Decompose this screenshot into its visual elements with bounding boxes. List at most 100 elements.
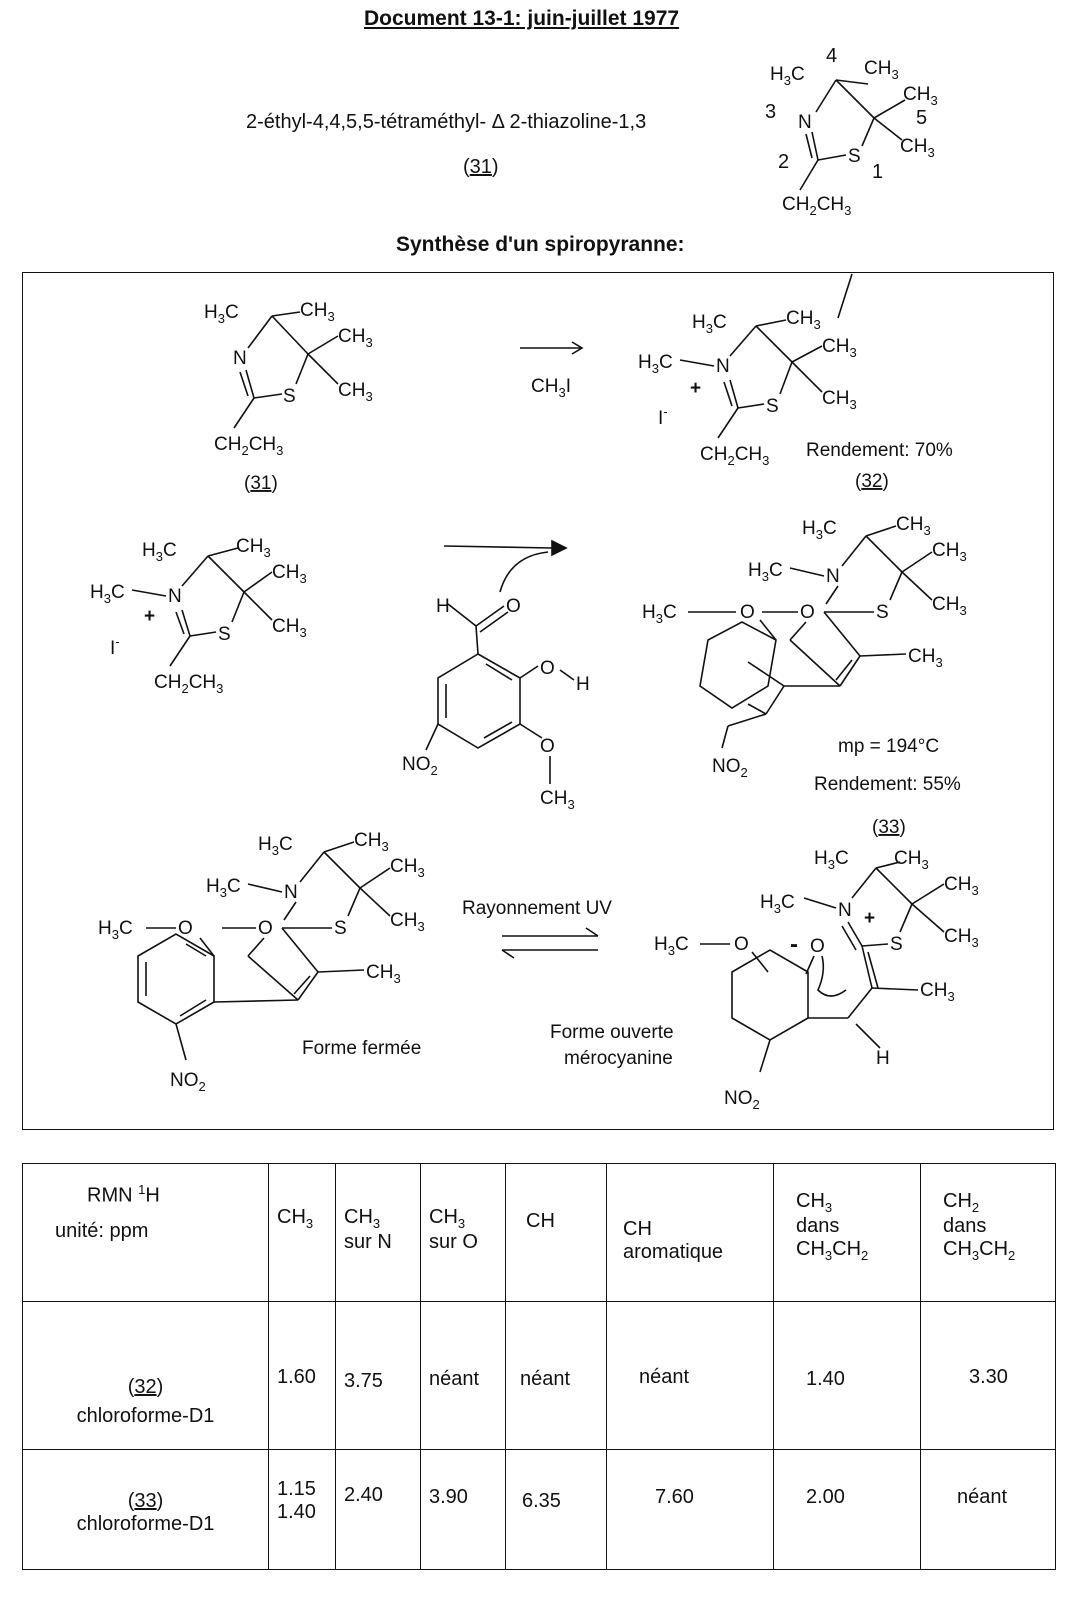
structure-31: H3C CH3 CH3 CH3 N S CH2CH3 xyxy=(204,300,373,458)
col-ch3-ethyl-text: CH xyxy=(796,1190,825,1212)
methyl-label: CH3 xyxy=(390,910,425,934)
cell-ch2-ethyl: 3.30 xyxy=(920,1301,1056,1450)
synthesis-box xyxy=(22,272,1054,1130)
col-ch3-ethyl-f1-sub: 3 xyxy=(824,1248,833,1263)
methyl-label: CH3 xyxy=(540,788,575,812)
oxygen-atom: O xyxy=(800,602,815,623)
col-charom-tail: aromatique xyxy=(623,1241,724,1263)
header-title: RMN 1H xyxy=(87,1182,260,1208)
open-form-label-1: Forme ouverte xyxy=(550,1022,674,1043)
compound-label-33: (33) xyxy=(872,817,906,838)
methyl-label: CH3 xyxy=(338,326,373,350)
header-title-cell: RMN 1H unité: ppm xyxy=(22,1163,269,1302)
methyl-label: CH3 xyxy=(786,308,821,332)
cell-ch3o: néant xyxy=(420,1301,506,1450)
nitrogen-atom: N xyxy=(716,356,730,377)
col-ch3-ethyl-sub: 3 xyxy=(824,1200,833,1215)
plus-sign: + xyxy=(144,606,155,627)
yield-32: Rendement: 70% xyxy=(806,440,953,461)
plus-sign: + xyxy=(864,908,875,929)
col-ch3o-sub: 3 xyxy=(457,1216,466,1231)
methyl-label: CH3 xyxy=(366,962,401,986)
col-ch-text: CH xyxy=(526,1210,555,1232)
header-title-tail: H xyxy=(145,1184,160,1207)
col-ch3o-text: CH xyxy=(429,1206,458,1228)
methyl-label: CH3 xyxy=(272,616,307,640)
nitrogen-atom: N xyxy=(798,112,812,133)
nitrogen-atom: N xyxy=(233,348,247,369)
compound-name: 2-éthyl-4,4,5,5-tétraméthyl- Δ 2-thiazol… xyxy=(246,111,647,133)
cell-value: 3.30 xyxy=(969,1366,1008,1388)
cell-ch3n: 2.40 xyxy=(335,1449,421,1570)
cell-ch3-ethyl: 1.40 xyxy=(773,1301,921,1450)
col-ch: CH xyxy=(505,1163,607,1302)
cell-value: 7.60 xyxy=(655,1486,694,1508)
ethyl-label: CH2CH3 xyxy=(700,444,769,468)
methyl-label: H3C xyxy=(206,876,241,900)
aldehyde-reactant: H O O H O NO2 CH3 xyxy=(402,596,590,812)
cell-value: 2.00 xyxy=(806,1486,845,1508)
compound-label-31-top: (31) xyxy=(463,156,499,178)
solvent: chloroforme-D1 xyxy=(76,1405,215,1427)
sulfur-atom: S xyxy=(283,386,296,407)
plus-sign: + xyxy=(690,378,701,399)
cell-value: 1.15 xyxy=(277,1478,316,1500)
cell-ch: 6.35 xyxy=(505,1449,607,1570)
compound-number: 33 xyxy=(134,1490,157,1512)
methyl-label: CH3 xyxy=(822,336,857,360)
ethyl-label: CH2CH3 xyxy=(154,672,223,696)
iodide-ion: I- xyxy=(658,404,668,429)
cell-value: 6.35 xyxy=(522,1490,561,1512)
compound-cell: (32)chloroforme-D1 xyxy=(22,1301,269,1450)
cell-value: néant xyxy=(429,1368,480,1390)
cell-charom: néant xyxy=(606,1301,774,1450)
ethyl-label: CH2CH3 xyxy=(214,434,283,458)
col-ch3-ethyl-f1: CH xyxy=(796,1238,825,1260)
sulfur-atom: S xyxy=(890,934,903,955)
oxygen-atom: O xyxy=(540,736,555,757)
ring-number-3: 3 xyxy=(765,101,776,123)
nitrogen-atom: N xyxy=(826,566,840,587)
cell-ch2-ethyl: néant xyxy=(920,1449,1056,1570)
synthesis-heading: Synthèse d'un spiropyranne: xyxy=(396,233,685,256)
oxygen-atom: O xyxy=(178,918,193,939)
oxygen-atom: O xyxy=(740,602,755,623)
col-ch2-ethyl-dans: dans xyxy=(943,1215,987,1237)
compound-number: 31 xyxy=(469,156,492,178)
structure-32: H3C CH3 CH3 CH3 H3C N + S I- CH2CH3 xyxy=(638,308,857,468)
cell-ch3n: 3.75 xyxy=(335,1301,421,1450)
col-ch2-ethyl-f2: CH xyxy=(979,1238,1009,1260)
col-ch2-ethyl-sub: 2 xyxy=(971,1200,980,1215)
open-form-label-2: mérocyanine xyxy=(564,1048,673,1069)
col-ch3n-sub: 3 xyxy=(372,1216,381,1231)
methyl-label: CH3 xyxy=(932,540,967,564)
col-ch3-ethyl-f2-sub: 2 xyxy=(861,1248,869,1263)
methyl-label: CH3 xyxy=(896,514,931,538)
cell-ch3o: 3.90 xyxy=(420,1449,506,1570)
hydrogen-atom: H xyxy=(876,1048,890,1069)
methyl-label: CH3 xyxy=(822,388,857,412)
methyl-label: CH3 xyxy=(903,84,938,108)
methyl-label: H3C xyxy=(748,560,783,584)
cell-value: 1.40 xyxy=(277,1501,316,1523)
methyl-label: CH3 xyxy=(920,980,955,1004)
methyl-label: H3C xyxy=(638,352,673,376)
structure-31-top: H3C 4 CH3 CH3 5 CH3 3 N S 2 1 CH2CH3 xyxy=(765,45,938,218)
open-form-structure: H3C CH3 CH3 CH3 H3C N + S - O H3C O CH3 … xyxy=(654,848,979,1112)
hydrogen-atom: H xyxy=(576,674,590,695)
methyl-label: CH3 xyxy=(932,594,967,618)
nitro-group: NO2 xyxy=(712,756,748,780)
table-row: (32)chloroforme-D1 1.60 3.75 néant néant… xyxy=(22,1301,1056,1450)
ring-number-5: 5 xyxy=(916,107,927,129)
cell-charom: 7.60 xyxy=(606,1449,774,1570)
methyl-label: CH3 xyxy=(390,856,425,880)
methyl-label: H3C xyxy=(654,934,689,958)
col-ch3: CH3 xyxy=(268,1163,336,1302)
methyl-label: H3C xyxy=(90,582,125,606)
uv-label: Rayonnement UV xyxy=(462,898,612,919)
methyl-label: CH3 xyxy=(236,536,271,560)
